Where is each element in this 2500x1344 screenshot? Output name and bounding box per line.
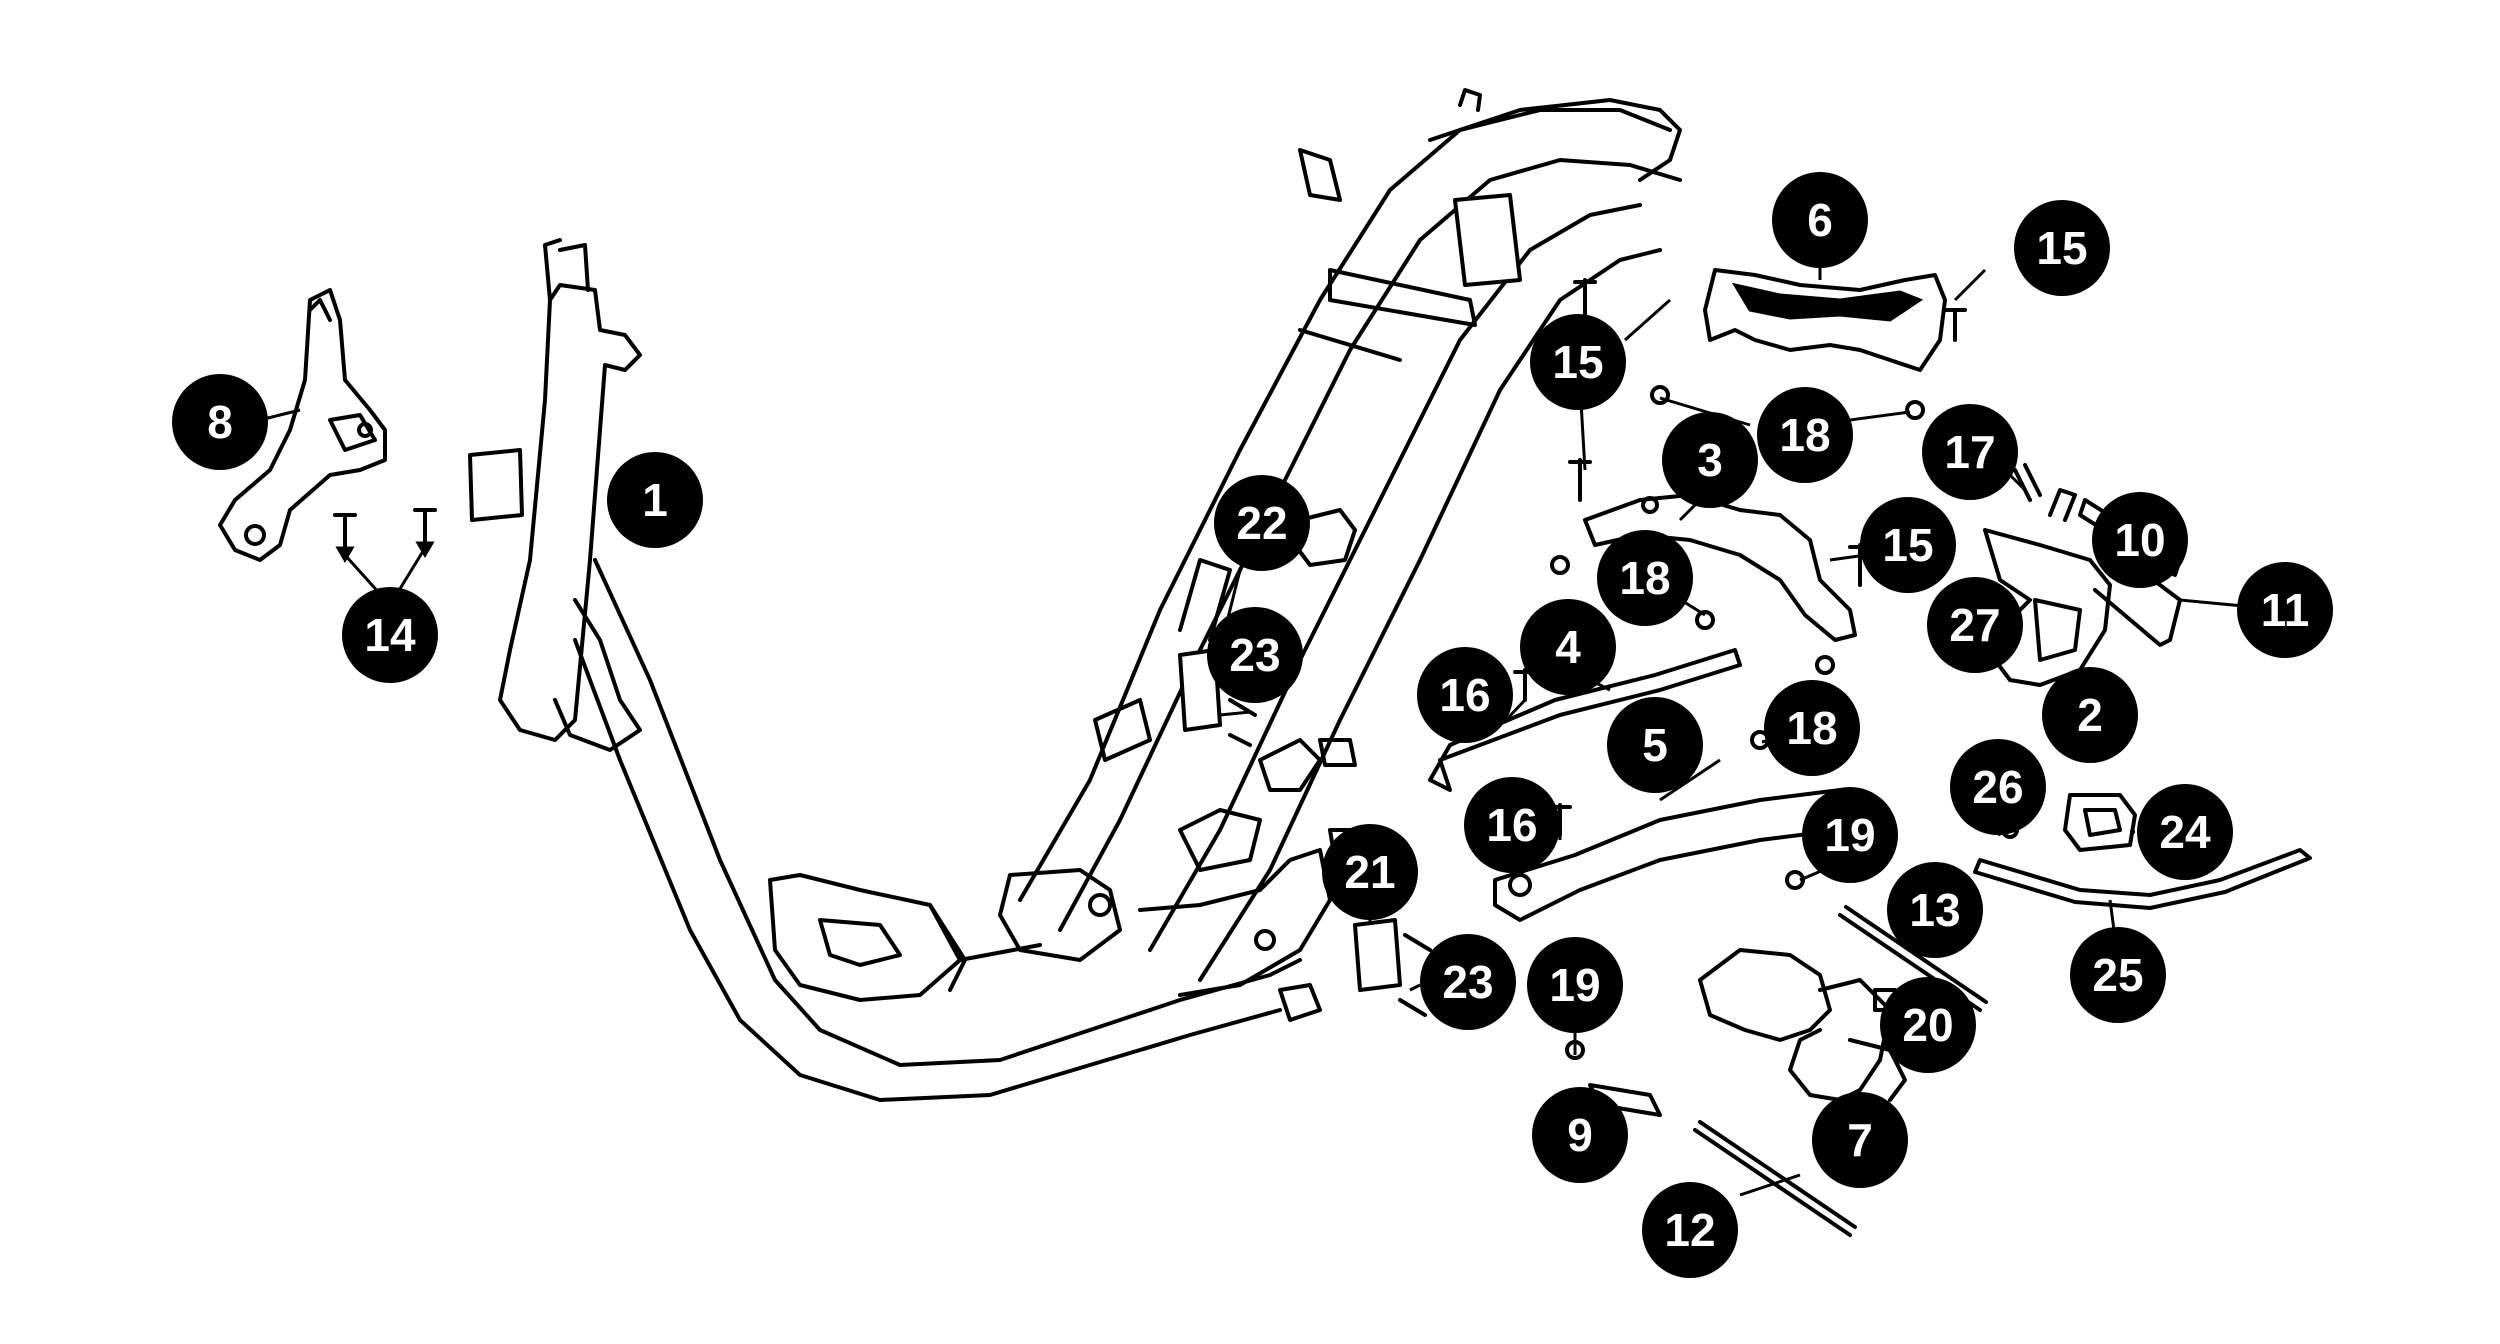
callout-17-label: 17 — [1944, 426, 1995, 478]
plates — [1178, 648, 1402, 992]
callout-26-label: 26 — [1972, 761, 2023, 813]
callout-8-label: 8 — [207, 396, 233, 448]
callout-1-label: 1 — [642, 474, 668, 526]
callout-13: 13 — [1887, 862, 1983, 958]
front-bracket — [218, 288, 387, 562]
bolts-14 — [333, 508, 437, 563]
callouts: 1 2 3 4 5 6 7 8 9 10 11 12 13 14 15 15 1… — [172, 172, 2333, 1278]
callout-19-upper-label: 19 — [1824, 809, 1875, 861]
callout-5-label: 5 — [1642, 719, 1668, 771]
callout-18-low-label: 18 — [1786, 702, 1837, 754]
callout-16-upper: 16 — [1417, 647, 1513, 743]
callout-18-top-label: 18 — [1779, 409, 1830, 461]
callout-21: 21 — [1322, 824, 1418, 920]
callout-20-label: 20 — [1902, 999, 1953, 1051]
callout-18-top: 18 — [1757, 387, 1853, 483]
callout-3-label: 3 — [1697, 434, 1723, 486]
callout-2-label: 2 — [2077, 689, 2103, 741]
callout-18-mid-label: 18 — [1619, 552, 1670, 604]
callout-1: 1 — [607, 452, 703, 548]
callout-18-mid: 18 — [1597, 530, 1693, 626]
callout-26: 26 — [1950, 739, 2046, 835]
callout-23-upper-label: 23 — [1229, 629, 1280, 681]
callout-4-label: 4 — [1555, 621, 1581, 673]
callout-15-top-right-label: 15 — [2036, 222, 2087, 274]
callout-6-label: 6 — [1807, 194, 1833, 246]
callout-21-label: 21 — [1344, 846, 1395, 898]
callout-14: 14 — [342, 587, 438, 683]
callout-27-label: 27 — [1949, 599, 2000, 651]
callout-8: 8 — [172, 374, 268, 470]
callout-13-label: 13 — [1909, 884, 1960, 936]
callout-9: 9 — [1532, 1087, 1628, 1183]
callout-15-mid: 15 — [1860, 497, 1956, 593]
callout-25: 25 — [2070, 927, 2166, 1023]
callout-11-label: 11 — [2261, 584, 2310, 636]
callout-22: 22 — [1214, 475, 1310, 571]
callout-16-upper-label: 16 — [1439, 669, 1490, 721]
callout-24-label: 24 — [2159, 806, 2211, 858]
callout-15-left-label: 15 — [1552, 336, 1603, 388]
callout-3: 3 — [1662, 412, 1758, 508]
callout-9-label: 9 — [1567, 1109, 1593, 1161]
callout-20: 20 — [1880, 977, 1976, 1073]
callout-10: 10 — [2092, 492, 2188, 588]
callout-7-label: 7 — [1847, 1114, 1873, 1166]
callout-7: 7 — [1812, 1092, 1908, 1188]
callout-15-mid-label: 15 — [1882, 519, 1933, 571]
callout-22-label: 22 — [1236, 497, 1287, 549]
callout-27: 27 — [1927, 577, 2023, 673]
callout-11: 11 — [2237, 562, 2333, 658]
callout-14-label: 14 — [364, 609, 416, 661]
top-cover — [1703, 268, 1947, 372]
callout-15-top-right: 15 — [2014, 200, 2110, 296]
callout-5: 5 — [1607, 697, 1703, 793]
callout-2: 2 — [2042, 667, 2138, 763]
leader-lines — [259, 225, 2286, 1197]
callout-17: 17 — [1922, 404, 2018, 500]
callout-12: 12 — [1642, 1182, 1738, 1278]
engine-link — [1698, 948, 1907, 1102]
callout-19-upper: 19 — [1802, 787, 1898, 883]
main-frame — [468, 88, 1682, 1102]
callout-19-lower-label: 19 — [1549, 959, 1600, 1011]
callout-12-label: 12 — [1664, 1204, 1715, 1256]
callout-4: 4 — [1520, 599, 1616, 695]
callout-6: 6 — [1772, 172, 1868, 268]
callout-15-left: 15 — [1530, 314, 1626, 410]
callout-19-lower: 19 — [1527, 937, 1623, 1033]
callout-25-label: 25 — [2092, 949, 2143, 1001]
callout-23-upper: 23 — [1207, 607, 1303, 703]
callout-10-label: 10 — [2114, 514, 2165, 566]
callout-24: 24 — [2137, 784, 2233, 880]
callout-16-lower: 16 — [1464, 777, 1560, 873]
callout-23-lower-label: 23 — [1442, 956, 1493, 1008]
rear-rail-and-reflector — [1973, 793, 2312, 910]
callout-18-low: 18 — [1764, 680, 1860, 776]
callout-16-lower-label: 16 — [1486, 799, 1537, 851]
callout-23-lower: 23 — [1420, 934, 1516, 1030]
